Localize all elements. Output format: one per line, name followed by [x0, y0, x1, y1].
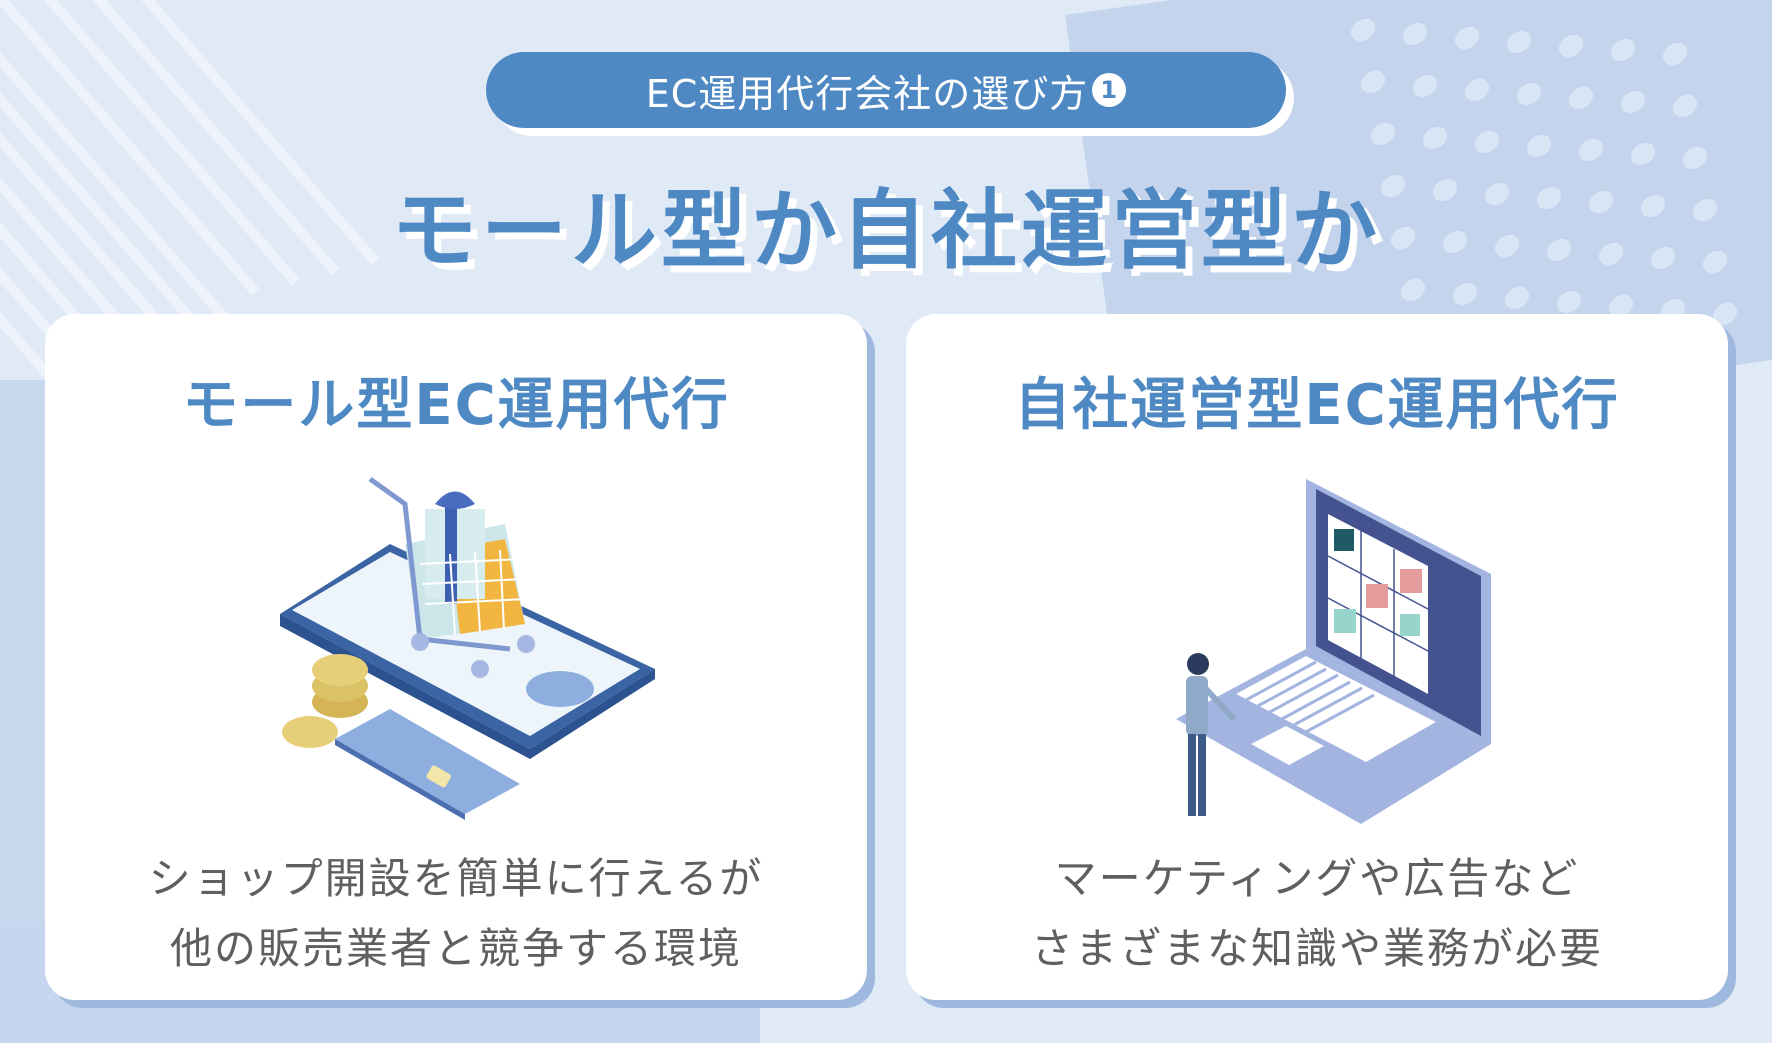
page-title: モール型か自社運営型か [391, 181, 1381, 281]
smartphone-shopping-cart-icon [280, 476, 655, 820]
laptop-ecommerce-person-icon [1176, 479, 1491, 824]
description-line: 他の販売業者と競争する環境 [169, 924, 742, 973]
card-self-operated-type: 自社運営型EC運用代行 マーケティングや広告など [906, 314, 1728, 1000]
description-line: マーケティングや広告など [1054, 854, 1580, 903]
badge-label: EC運用代行会社の選び方 [645, 71, 1089, 116]
card-title: 自社運営型EC運用代行 [1014, 373, 1620, 438]
badge-number: 1 [1092, 73, 1127, 107]
card-description: マーケティングや広告など さまざまな知識や業務が必要 [906, 844, 1728, 984]
description-line: ショップ開設を簡単に行えるが [148, 854, 764, 903]
description-line: さまざまな知識や業務が必要 [1030, 924, 1603, 973]
card-title: モール型EC運用代行 [182, 373, 730, 438]
card-description: ショップ開設を簡単に行えるが 他の販売業者と競争する環境 [45, 844, 867, 984]
section-badge: EC運用代行会社の選び方 1 [486, 52, 1286, 128]
card-mall-type: モール型EC運用代行 ショップ開設を簡単に行えるが 他の販売業者と競争する環境 [45, 314, 867, 1000]
